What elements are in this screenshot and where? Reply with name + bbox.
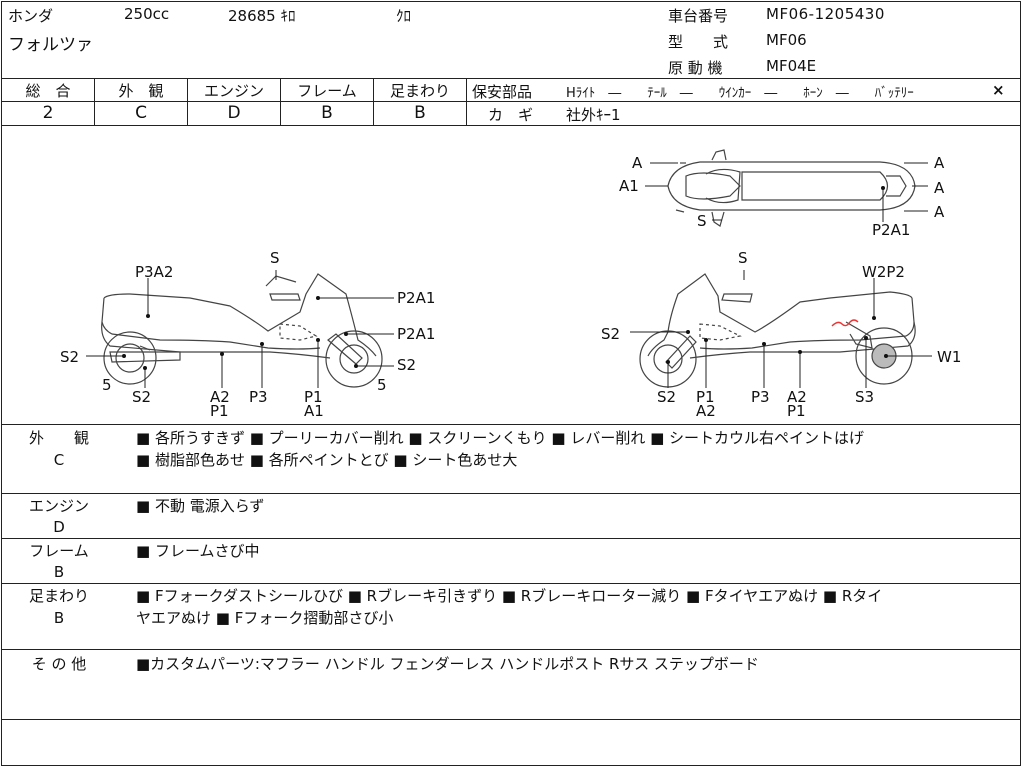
diagram-label: 5 [377,376,387,394]
damage-diagram: A A1 S A A A P2A1 S P3A2 P2A1 P2A1 S2 S2… [60,149,961,420]
diagram-label: S2 [132,388,151,406]
grade-label: 総 合 [25,82,71,100]
type-value: MF06 [766,31,807,49]
divider [2,101,466,102]
diagram-label: S2 [601,325,620,343]
note-text: ヤエアぬけ ■ Fフォーク摺動部さび小 [136,609,394,627]
frame-no: MF06-1205430 [766,5,885,23]
divider [466,101,1020,102]
note-label: 外 観 [28,429,89,447]
note-text: ■ フレームさび中 [136,542,260,560]
note-label: フレーム [29,542,89,560]
grade-total: 総 合 2 [2,80,94,123]
divider [2,424,1020,425]
diagram-label: A1 [304,402,324,420]
note-grade: B [53,609,65,627]
key-label: カ ギ [488,106,534,124]
note-label: エンジン [28,497,89,515]
note-label: 足まわり [28,587,89,605]
safety-title: 保安部品 [472,83,533,101]
engine-label: 原 動 機 [668,59,723,77]
diagram-label: P2A1 [397,325,435,343]
note-grade: B [53,563,65,581]
diagram-label: W1 [937,348,961,366]
key-value: 社外ｷｰ1 [566,106,621,124]
top-view-scooter [667,149,916,227]
crack-mark [831,319,859,327]
diagram-label: S [697,212,707,230]
diagram-label: S2 [657,388,676,406]
note-text: ■カスタムパーツ:マフラー ハンドル フェンダーレス ハンドルポスト Rサス ス… [136,655,759,673]
color: ｸﾛ [396,7,412,25]
divider [2,538,1020,539]
divider [2,719,1020,720]
note-grade: D [53,518,65,536]
callout-lines [86,162,932,388]
diagram-label: A2 [210,388,230,406]
divider [2,583,1020,584]
type-label: 型 式 [668,33,729,51]
model-name: フォルツァ [8,35,93,55]
note-text: ■ Fフォークダストシールひび ■ Rブレーキ引きずり ■ Rブレーキローター減… [136,587,883,605]
diagram-label: A1 [619,177,639,195]
diagram-label: S2 [397,356,416,374]
grade-frame: フレーム B [281,80,373,123]
note-text: ■ 各所うすきず ■ プーリーカバー削れ ■ スクリーンくもり ■ レバー削れ … [136,429,865,447]
grade-label: フレーム [297,82,357,100]
diagram-label: P2A1 [397,289,435,307]
divider [2,125,1020,126]
frame-no-label: 車台番号 [668,7,729,25]
mileage: 28685 ｷﾛ [228,7,296,25]
diagram-label: P3 [249,388,268,406]
displacement: 250cc [124,5,170,23]
engine-value: MF04E [766,57,817,75]
diagram-label: P1 [210,402,229,420]
divider [2,649,1020,650]
grade-label: エンジン [203,82,264,100]
grade-exterior: 外 観 C [95,80,187,123]
maker: ホンダ [8,7,54,25]
diagram-label: A2 [696,402,716,420]
diagram-label: P1 [787,402,806,420]
diagram-label: A [934,154,945,172]
diagram-label: P1 [304,388,323,406]
grade-label: 外 観 [118,82,164,100]
grade-value: D [227,103,241,123]
diagram-label: A [934,179,945,197]
left-view-scooter [101,273,383,388]
note-text: ■ 樹脂部色あせ ■ 各所ペイントとび ■ シート色あせ大 [136,451,518,469]
diagram-label: P3 [751,388,770,406]
divider [2,493,1020,494]
battery-mark: × [992,81,1005,99]
diagram-label: S [270,249,280,267]
safety-items: Hﾗｲﾄ ― ﾃｰﾙ ― ｳｲﾝｶｰ ― ﾎｰﾝ ― ﾊﾞｯﾃﾘｰ [566,86,914,101]
diagram-label: A [632,154,643,172]
grade-suspension: 足まわり B [374,80,466,123]
diagram-label: S [738,249,748,267]
callout-dots [122,186,888,370]
note-label: そ の 他 [31,655,87,673]
grade-value: 2 [42,103,54,123]
diagram-label: A2 [787,388,807,406]
diagram-label: P2A1 [872,221,910,239]
grade-value: C [135,103,147,123]
diagram-label: W2P2 [862,263,905,281]
diagram-label: 5 [102,376,112,394]
note-text: ■ 不動 電源入らず [136,497,265,515]
grade-label: 足まわり [389,82,450,100]
divider [2,78,1020,79]
grade-value: B [414,103,426,123]
grade-engine: エンジン D [188,80,280,123]
diagram-label: S2 [60,348,79,366]
diagram-label: S3 [855,388,874,406]
diagram-label: P3A2 [135,263,173,281]
diagram-label: P1 [696,388,715,406]
diagram-label: A [934,203,945,221]
note-grade: C [53,451,65,469]
grade-value: B [321,103,333,123]
